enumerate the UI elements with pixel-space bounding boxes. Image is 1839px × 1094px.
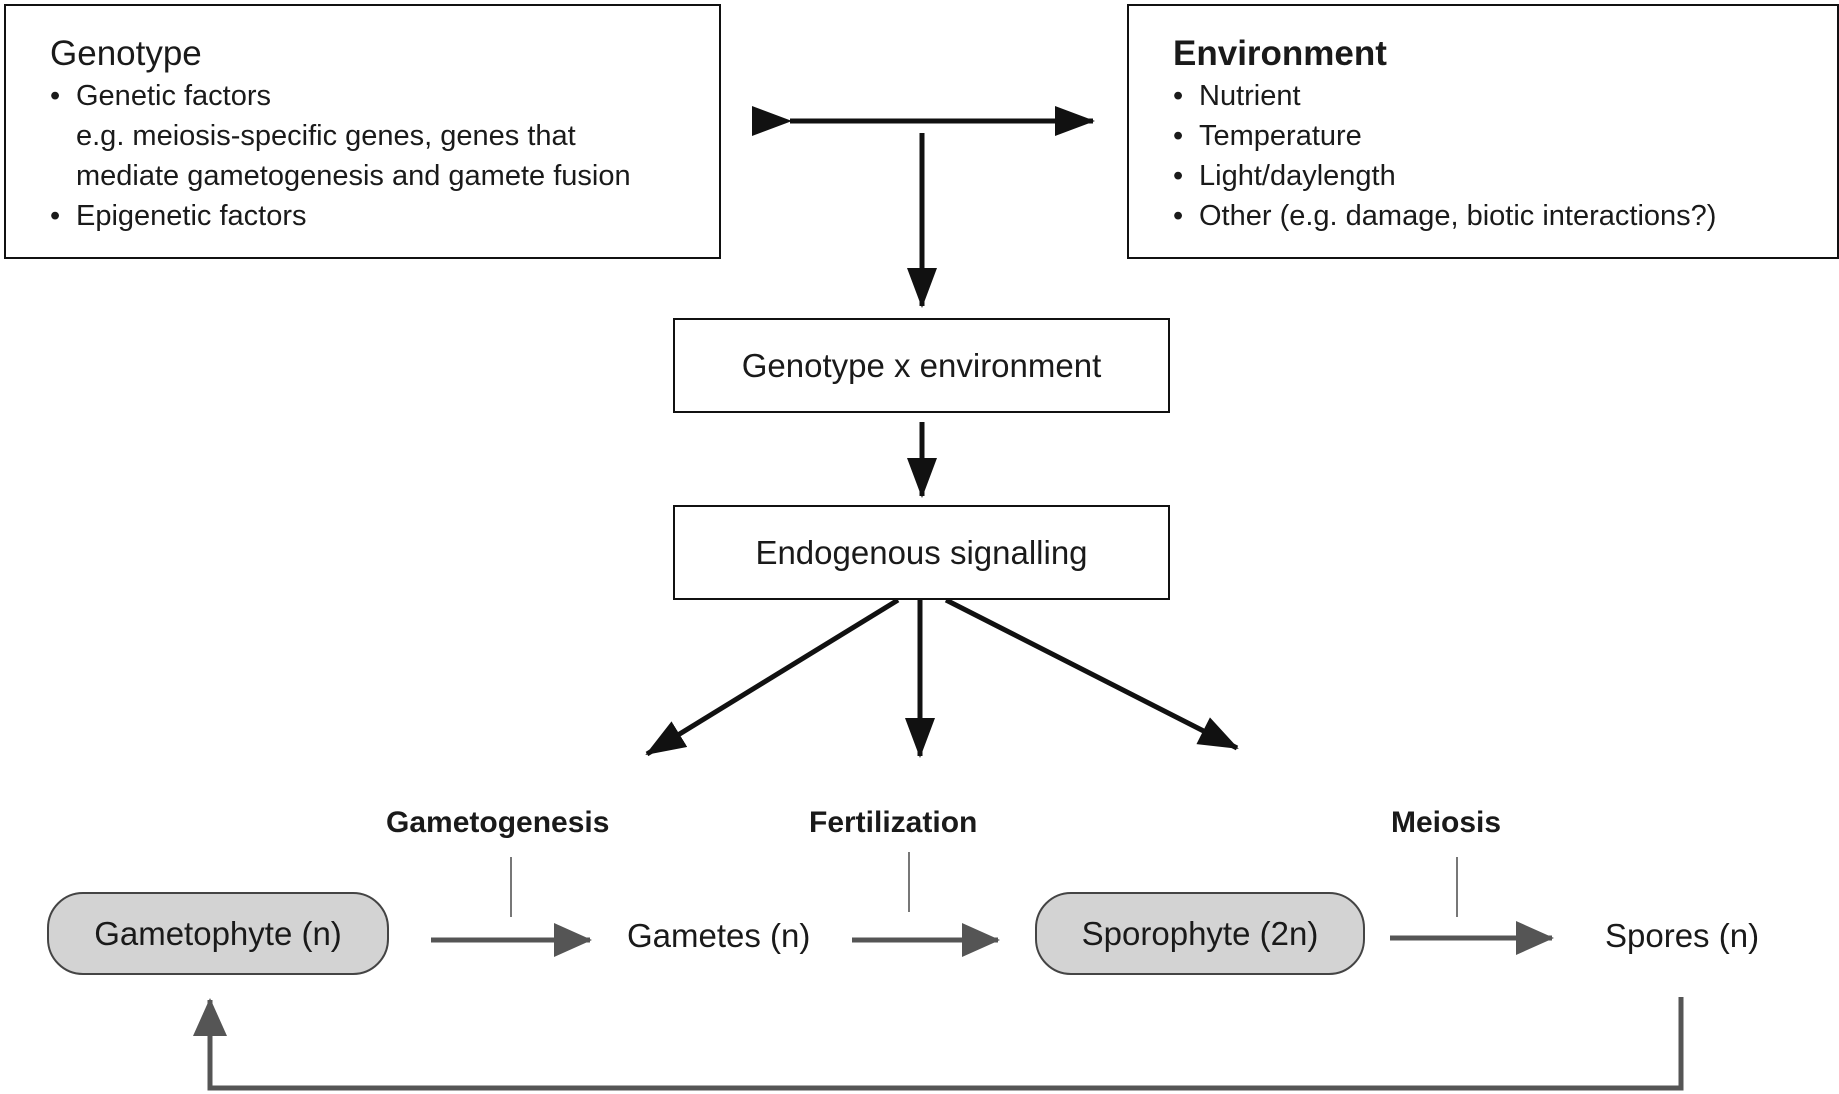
endogenous-signalling-label: Endogenous signalling	[755, 533, 1088, 571]
gametogenesis-label: Gametogenesis	[386, 806, 610, 839]
arrow-signalling-to-meiosis	[944, 597, 1239, 751]
gametes-stage: Gametes (n)	[627, 917, 811, 954]
genotype-x-environment-box: Genotype x environment	[673, 318, 1170, 413]
genotype-item-genetic-detail-1: e.g. meiosis-specific genes, genes that	[76, 120, 576, 152]
endogenous-signalling-box: Endogenous signalling	[673, 505, 1170, 600]
meiosis-label: Meiosis	[1391, 806, 1502, 839]
environment-item-other: Other (e.g. damage, biotic interactions?…	[1173, 196, 1837, 236]
genotype-title: Genotype	[50, 34, 202, 73]
genotype-item-epigenetic: Epigenetic factors	[50, 196, 719, 236]
environment-item-light: Light/daylength	[1173, 156, 1837, 196]
sporophyte-label: Sporophyte (2n)	[1081, 914, 1319, 952]
spores-stage: Spores (n)	[1605, 917, 1760, 954]
gametophyte-stage: Gametophyte (n)	[47, 892, 389, 975]
genotype-item-epigenetic-text: Epigenetic factors	[76, 200, 307, 232]
genotype-item-genetic-detail-2: mediate gametogenesis and gamete fusion	[76, 160, 631, 192]
genotype-item-genetic-text: Genetic factors	[76, 80, 272, 112]
arrow-spores-to-gametophyte-loop	[193, 997, 1684, 1091]
arrow-signalling-to-gametogenesis	[645, 597, 900, 757]
environment-title: Environment	[1173, 34, 1387, 73]
genotype-box: Genotype Genetic factors e.g. meiosis-sp…	[4, 4, 721, 259]
environment-item-temperature: Temperature	[1173, 116, 1837, 156]
environment-box: Environment Nutrient Temperature Light/d…	[1127, 4, 1839, 259]
genotype-item-genetic: Genetic factors e.g. meiosis-specific ge…	[50, 76, 719, 196]
genotype-x-environment-label: Genotype x environment	[741, 346, 1102, 384]
genotype-list: Genetic factors e.g. meiosis-specific ge…	[50, 76, 719, 236]
gametophyte-label: Gametophyte (n)	[94, 914, 342, 952]
environment-item-nutrient: Nutrient	[1173, 76, 1837, 116]
environment-list: Nutrient Temperature Light/daylength Oth…	[1173, 76, 1837, 236]
sporophyte-stage: Sporophyte (2n)	[1035, 892, 1365, 975]
fertilization-label: Fertilization	[809, 806, 978, 839]
